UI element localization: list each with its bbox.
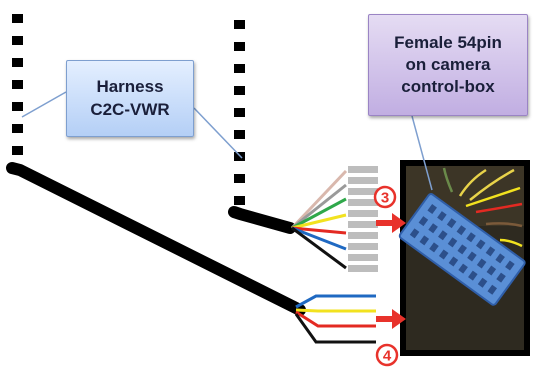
wire-red: [291, 226, 347, 235]
long-harness-cable: [6, 162, 306, 316]
arrow-bottom: [376, 309, 406, 329]
short-harness-cable: [228, 206, 296, 234]
marker-4: 4: [375, 343, 399, 367]
harness-callout-line-right: [193, 107, 243, 159]
wire-black: [291, 226, 347, 270]
arrow-top: [376, 213, 406, 233]
harness-label-box: Harness C2C-VWR: [66, 60, 194, 137]
left-harness-dashes: [12, 14, 23, 155]
wire-red: [295, 310, 376, 328]
connector-photo: [398, 160, 530, 356]
wire-yellow: [295, 308, 376, 313]
connector-callout-line: [411, 115, 433, 191]
connector-label-box: Female 54pin on camera control-box: [368, 14, 528, 116]
harness-label: Harness C2C-VWR: [90, 77, 170, 119]
wire-blue: [291, 226, 347, 251]
middle-harness-dashes: [234, 20, 245, 205]
bottom-wire-fan: [294, 294, 376, 344]
wire-grey: [291, 183, 347, 230]
harness-callout-line-left: [21, 91, 67, 118]
marker-3-text: 3: [381, 190, 389, 207]
wire-blue: [295, 294, 376, 309]
wire-yellow: [291, 213, 347, 230]
grey-pin-stubs: [348, 166, 378, 272]
wire-pink: [290, 169, 348, 230]
connector-label: Female 54pin on camera control-box: [394, 32, 502, 97]
top-wire-fan: [290, 169, 348, 270]
wire-green: [291, 197, 347, 230]
wire-black: [294, 313, 376, 344]
connector-body: [398, 193, 526, 306]
red-arrows: [376, 213, 406, 329]
marker-4-text: 4: [383, 348, 392, 365]
marker-3: 3: [373, 185, 397, 209]
